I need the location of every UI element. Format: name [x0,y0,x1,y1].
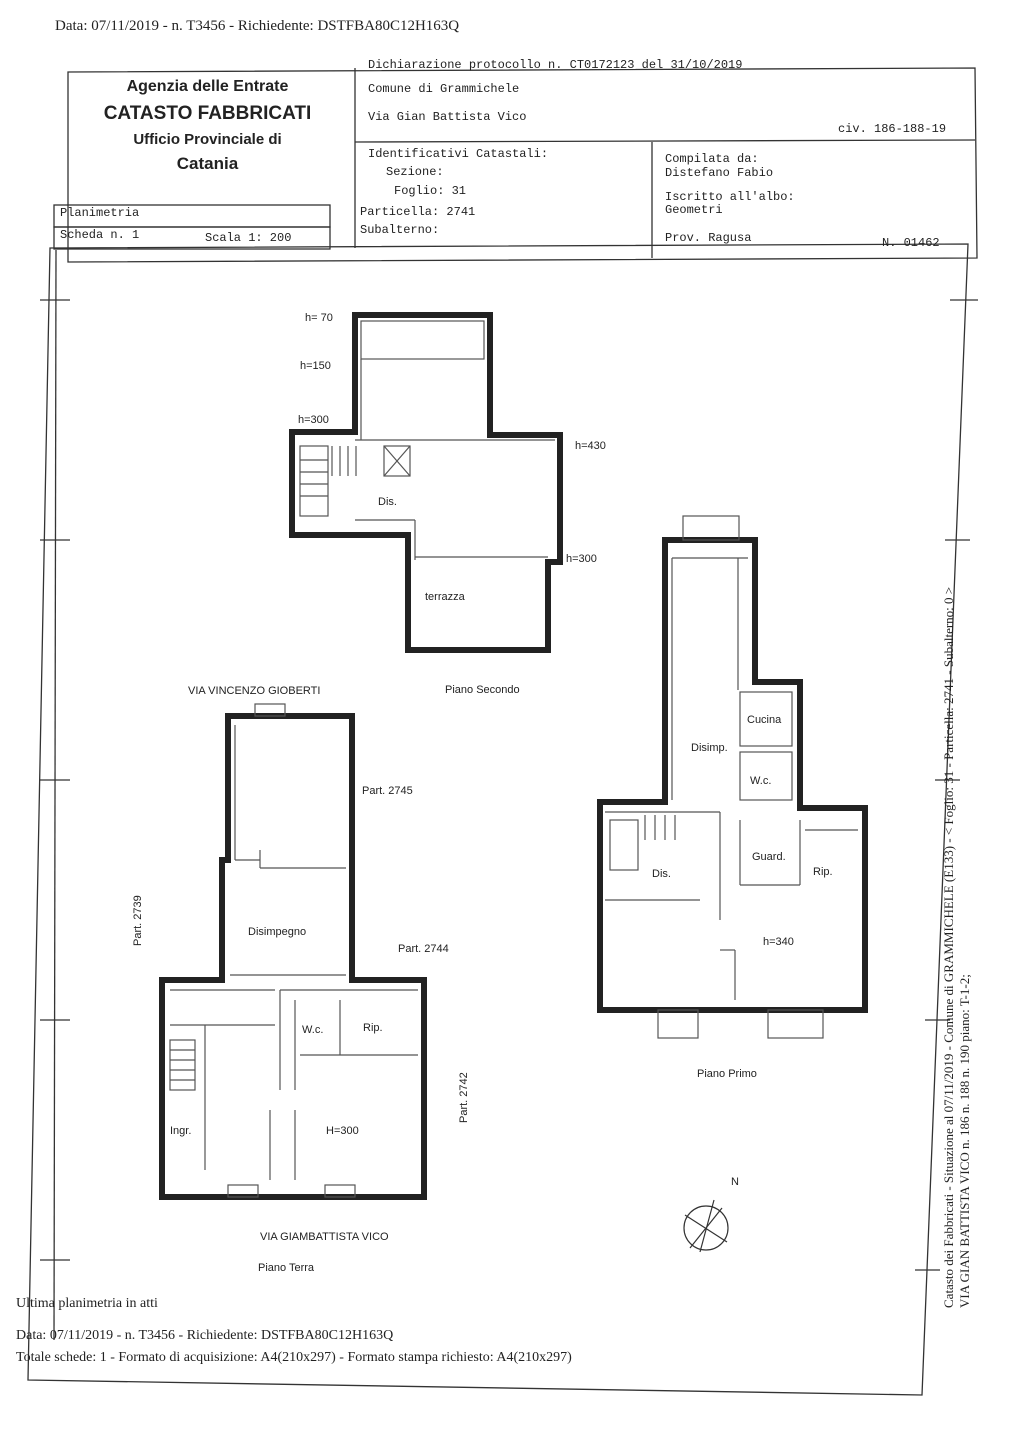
height-label: h=150 [300,360,331,372]
plan-piano-secondo [289,312,563,653]
height-label: h=300 [298,414,329,426]
street-label: VIA GIAMBATTISTA VICO [260,1231,389,1243]
agency-name: Agenzia delle Entrate [126,78,289,95]
north-arrow [683,1199,729,1253]
room-label: Rip. [813,866,833,878]
height-label: h=340 [763,936,794,948]
sezione-label: Sezione: [386,165,444,179]
identificativi-title: Identificativi Catastali: [368,147,549,161]
scheda-label: Scheda n. 1 [60,228,140,242]
via-line: Via Gian Battista Vico [368,110,527,124]
foglio-label: Foglio: 31 [394,184,467,198]
side-situation-line: Catasto dei Fabbricati - Situazione al 0… [941,586,956,1308]
planimetria-label: Planimetria [60,206,140,220]
ufficio-label: Ufficio Provinciale di [133,131,282,148]
side-address-line: VIA GIAN BATTISTA VICO n. 186 n. 188 n. … [957,974,972,1308]
bottom-request-line: Data: 07/11/2019 - n. T3456 - Richiedent… [16,1328,394,1343]
room-label: Rip. [363,1022,383,1034]
top-request-line: Data: 07/11/2019 - n. T3456 - Richiedent… [55,18,460,34]
room-label: Disimp. [691,742,728,754]
height-label: h=430 [575,440,606,452]
province-name: Catania [176,154,239,173]
height-label: h=300 [566,553,597,565]
room-label: Ingr. [170,1125,192,1137]
particella-label: Particella: 2741 [360,205,476,219]
room-label: W.c. [750,775,772,787]
parcel-label: Part. 2744 [398,943,449,955]
north-label: N [731,1176,739,1188]
room-label: W.c. [302,1024,324,1036]
height-label: h= 70 [305,312,333,324]
room-label: Disimpegno [248,926,307,938]
header-frame [67,67,978,263]
compiler-name: Distefano Fabio [665,166,774,180]
albo-number: N. 01462 [882,236,940,250]
catasto-title: CATASTO FABBRICATI [103,103,312,124]
compilata-label: Compilata da: [665,152,759,166]
room-label: Cucina [747,714,782,726]
plan-piano-terra [159,713,427,1200]
height-label: H=300 [326,1125,359,1137]
comune-line: Comune di Grammichele [368,82,520,96]
civic-numbers: civ. 186-188-19 [838,122,947,136]
albo-label: Iscritto all'albo: [665,190,795,204]
parcel-label: Part. 2742 [458,1072,470,1123]
protocol-line: Dichiarazione protocollo n. CT0172123 de… [368,58,743,72]
parcel-label: Part. 2745 [362,785,413,797]
province-label: Prov. Ragusa [665,231,752,245]
parcel-label: Part. 2739 [132,895,144,946]
floor-title: Piano Terra [258,1262,315,1274]
bottom-formato-line: Totale schede: 1 - Formato di acquisizio… [16,1350,572,1365]
room-label: terrazza [425,591,465,603]
street-label: VIA VINCENZO GIOBERTI [188,685,321,697]
room-label: Guard. [752,851,786,863]
sheet-frame [27,243,969,1396]
albo-value: Geometri [665,203,723,217]
plan-piano-primo [597,537,868,1013]
floor-title: Piano Primo [697,1068,757,1080]
ultima-planimetria: Ultima planimetria in atti [16,1296,158,1311]
room-label: Dis. [378,496,397,508]
scala-label: Scala 1: 200 [205,231,292,245]
scheda-box [53,226,331,250]
floor-title: Piano Secondo [445,684,520,696]
subalterno-label: Subalterno: [360,223,440,237]
room-label: Dis. [652,868,671,880]
